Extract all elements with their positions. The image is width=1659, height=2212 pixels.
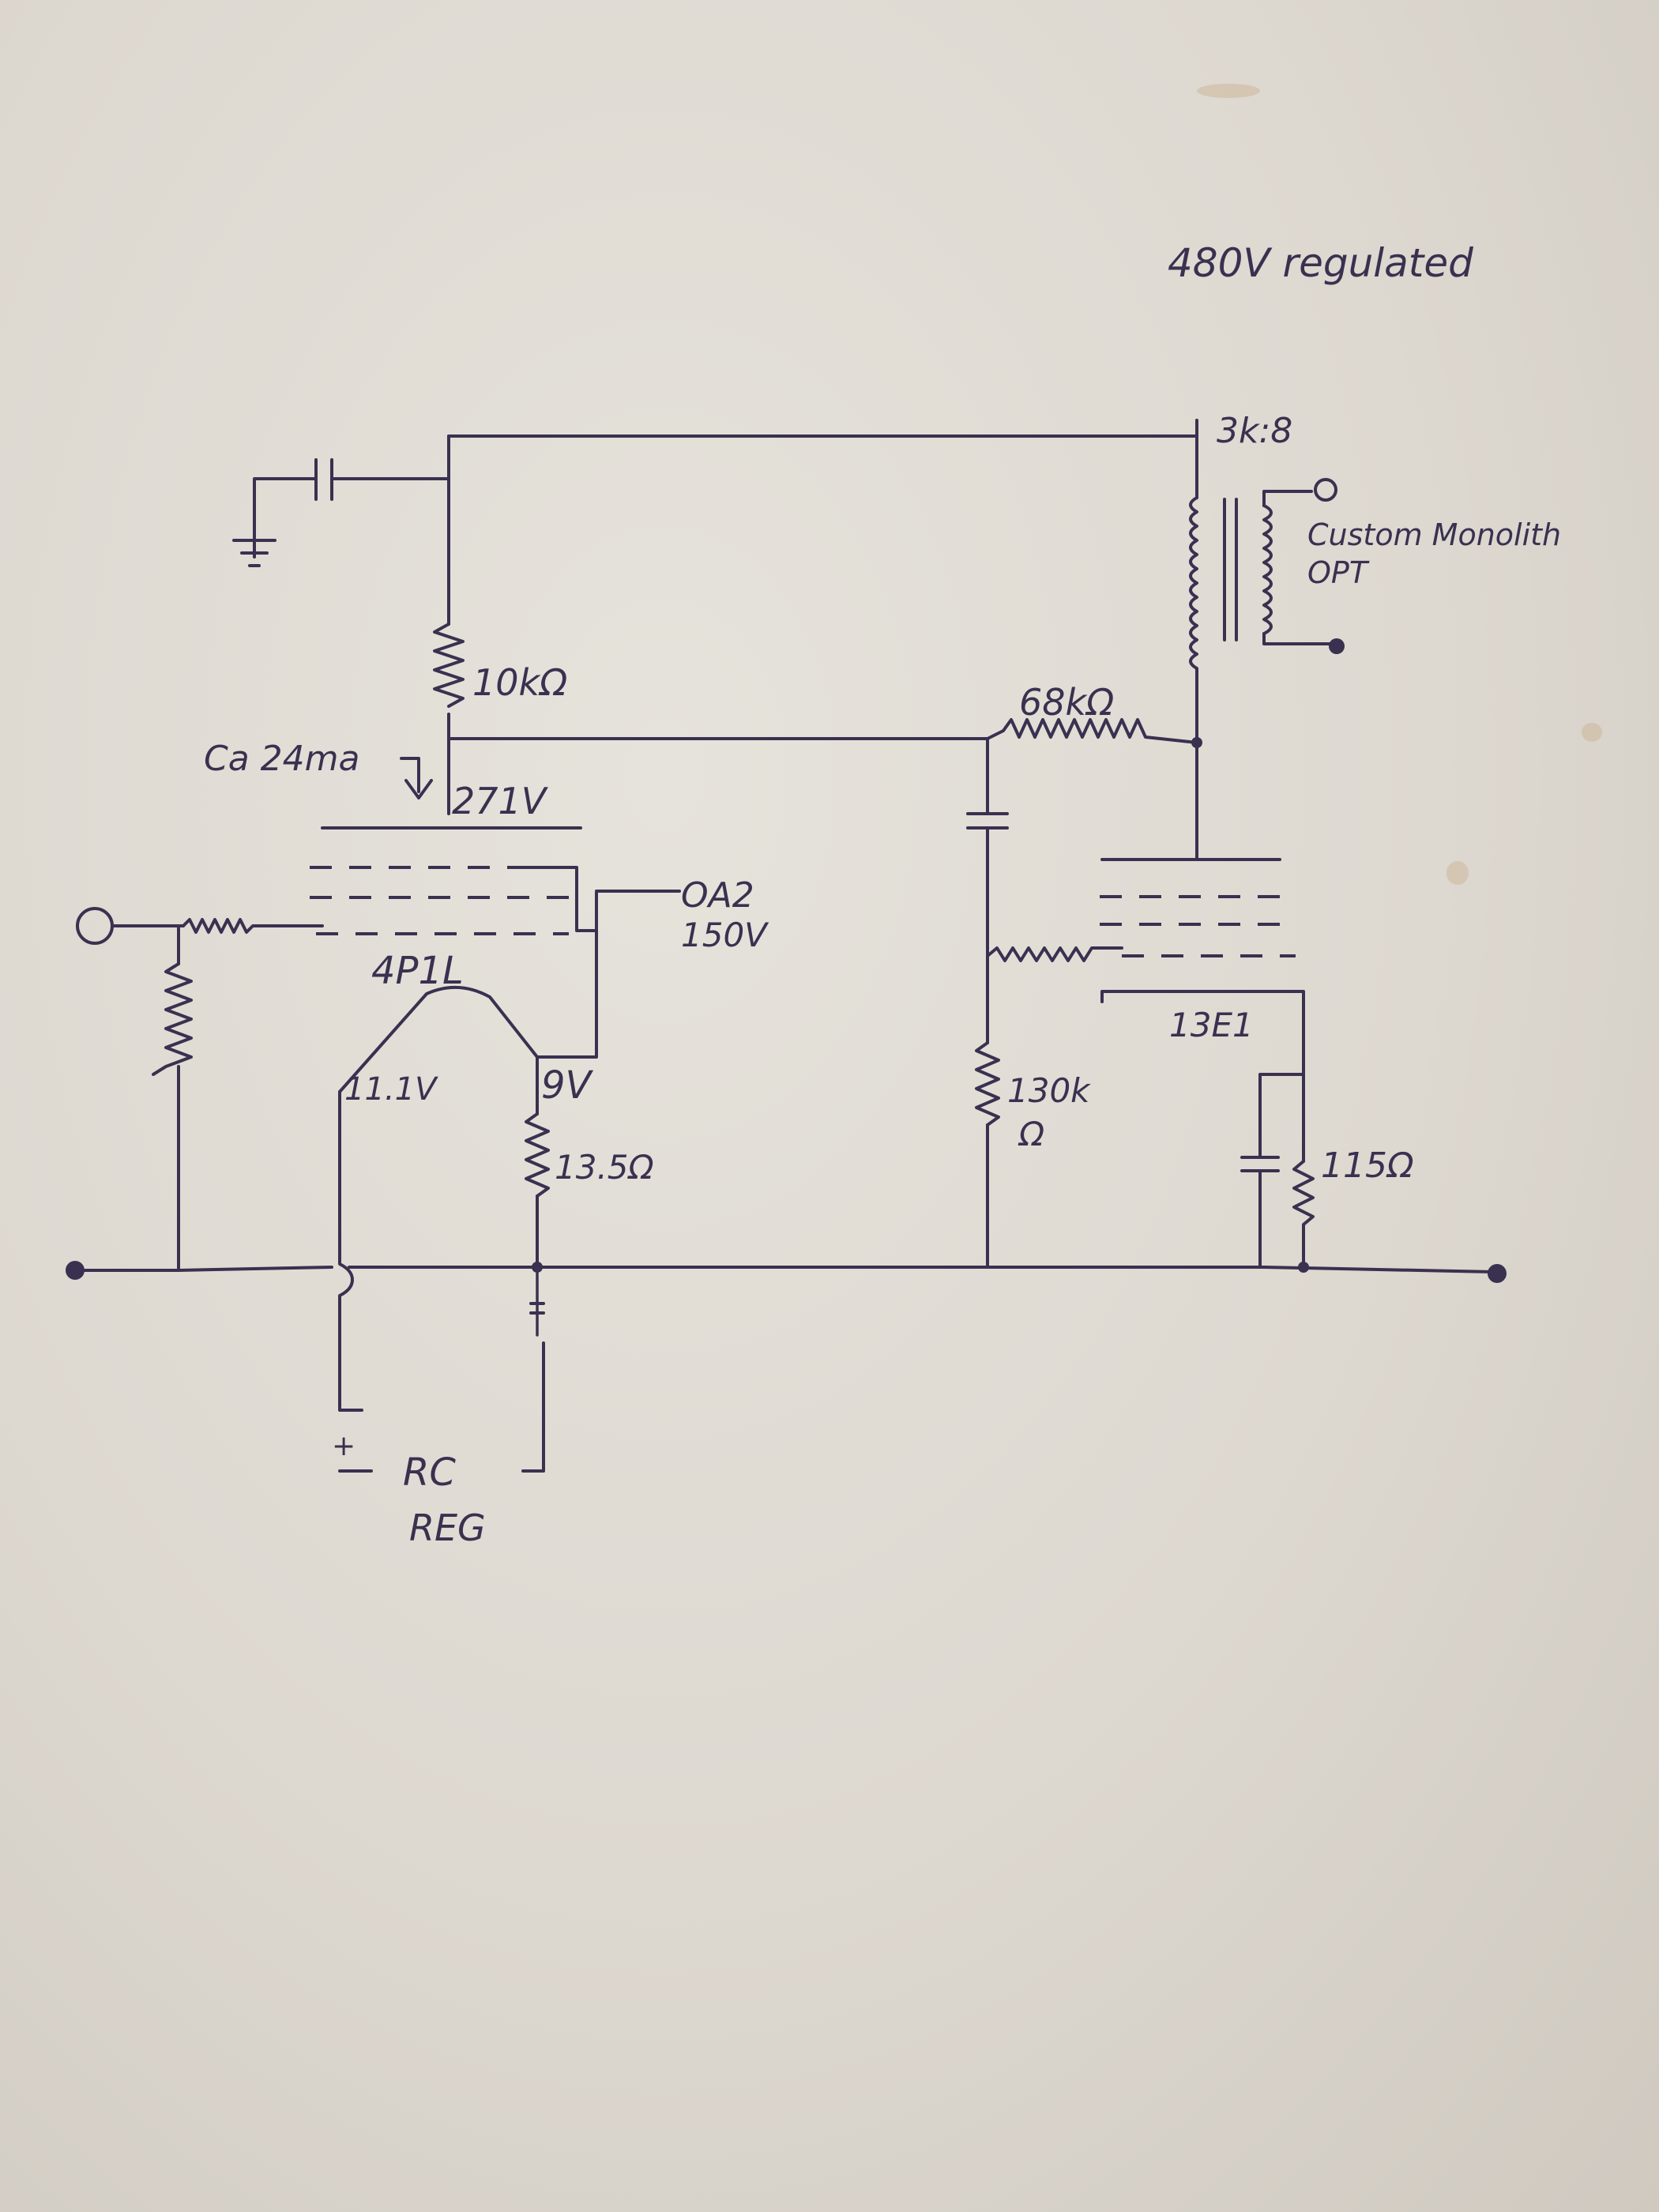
grid-resistor-label: 130k [1007, 1071, 1091, 1110]
output-cathode-resistor-label: 115Ω [1321, 1146, 1414, 1186]
decoupling-capacitor [253, 458, 450, 559]
plate-voltage-label: 271V [452, 780, 549, 822]
ground-rail-right [348, 1266, 1495, 1273]
current-label: Ca 24ma [204, 739, 359, 779]
ground-rail-left [73, 1266, 333, 1272]
regulator-voltage-label: 150V [681, 916, 769, 954]
grid-stopper-resistor [182, 918, 324, 934]
reg-label-rc: RC [403, 1450, 456, 1495]
feedback-resistor-68k [986, 718, 1198, 744]
output-tube-13e1 [1100, 858, 1305, 1096]
driver-tube-label: 4P1L [371, 949, 464, 993]
regulator-tube-label: OA2 [681, 875, 754, 916]
driver-tube-4p1l [310, 826, 598, 935]
paper-stain [1446, 861, 1469, 885]
cathode-resistor-label: 13.5Ω [555, 1148, 654, 1187]
opt-output-terminal [1329, 638, 1345, 654]
feedback-resistor-label: 68kΩ [1019, 681, 1114, 724]
transformer-ratio-label: 3k:8 [1217, 411, 1292, 451]
supply-label: 480V regulated [1168, 240, 1473, 286]
plate-resistor-10k [433, 623, 465, 708]
transformer-label-line2: OPT [1307, 555, 1370, 590]
output-grid-stopper [986, 946, 1123, 962]
g2-to-cathode-wire [579, 929, 598, 1059]
output-cathode-resistor [1292, 1160, 1315, 1269]
filament [338, 986, 582, 1093]
paper-stain [1197, 84, 1260, 98]
bypass-top-wire [1258, 1073, 1305, 1159]
current-arrow-head [404, 779, 433, 799]
reg-label-reg: REG [409, 1507, 486, 1549]
transformer-label-line1: Custom Monolith [1307, 517, 1561, 552]
junction-dot [1298, 1262, 1309, 1273]
opt-output-terminal [1314, 478, 1337, 502]
input-terminal [76, 907, 114, 945]
reg-return-wire [521, 1341, 545, 1473]
output-grid-leak-130k [975, 1041, 1000, 1127]
heater-voltage-label: 11.1V [344, 1071, 438, 1108]
current-arrow [400, 757, 420, 793]
heater-left-wire [338, 1090, 363, 1412]
paper-stain [1582, 723, 1602, 742]
reg-plus-label: + [332, 1430, 356, 1462]
grid-leak-resistor [152, 962, 193, 1076]
junction-dot [532, 1262, 543, 1273]
grid-resistor-unit: Ω [1018, 1115, 1044, 1153]
output-transformer [1189, 490, 1337, 744]
cathode-voltage-label: 9V [541, 1063, 594, 1108]
plate-resistor-label: 10kΩ [472, 661, 567, 704]
ground-symbol [232, 539, 276, 567]
cathode-resistor-13r5 [525, 1112, 550, 1198]
output-tube-label: 13E1 [1169, 1006, 1254, 1044]
ground-terminal-right [1488, 1264, 1507, 1283]
